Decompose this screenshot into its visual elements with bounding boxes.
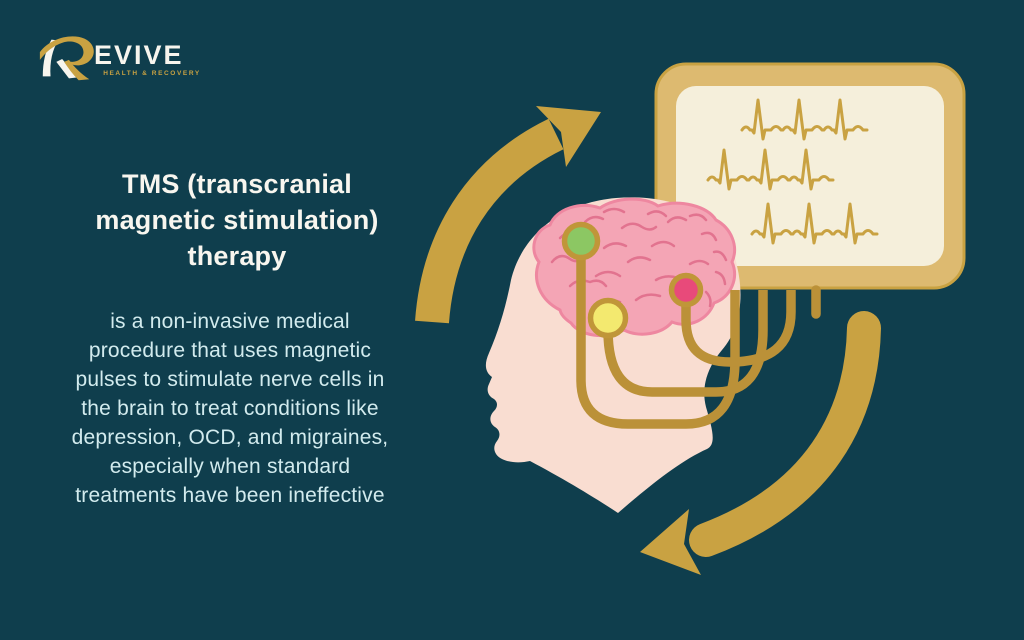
cycle-arrow-down-icon: [640, 311, 881, 575]
cycle-arrow-up-icon: [415, 106, 601, 324]
description-line: treatments have been ineffective: [75, 484, 385, 507]
description-line: depression, OCD, and migraines,: [71, 426, 389, 449]
brain-icon: [532, 197, 737, 338]
electrode-wires: [576, 252, 821, 429]
title-line: TMS (transcranial: [122, 169, 352, 199]
description-line: procedure that uses magnetic: [88, 339, 372, 362]
page-title: TMS (transcranial magnetic stimulation) …: [37, 166, 437, 274]
ecg-monitor-icon: [654, 62, 966, 290]
ecg-trace: [706, 148, 835, 191]
description-line: pulses to stimulate nerve cells in: [75, 368, 385, 391]
brand-text: EVIVE: [94, 40, 184, 70]
electrode-yellow: [587, 297, 629, 339]
title-line: therapy: [187, 241, 287, 271]
electrode-green: [561, 221, 601, 261]
description-line: is a non-invasive medical: [110, 310, 350, 333]
wire-pink-electrode: [681, 290, 796, 367]
ecg-trace: [750, 202, 879, 245]
ecg-trace: [740, 98, 869, 141]
description-line: especially when standard: [109, 455, 351, 478]
description-line: the brain to treat conditions like: [81, 397, 379, 420]
revive-logo-r-icon: [39, 36, 94, 81]
title-line: magnetic stimulation): [95, 205, 379, 235]
description-text: is a non-invasive medical procedure that…: [30, 307, 430, 510]
brand-tagline: HEALTH & RECOVERY: [103, 70, 201, 77]
revive-logo: EVIVE HEALTH & RECOVERY: [36, 32, 206, 84]
electrode-pink: [668, 272, 704, 308]
